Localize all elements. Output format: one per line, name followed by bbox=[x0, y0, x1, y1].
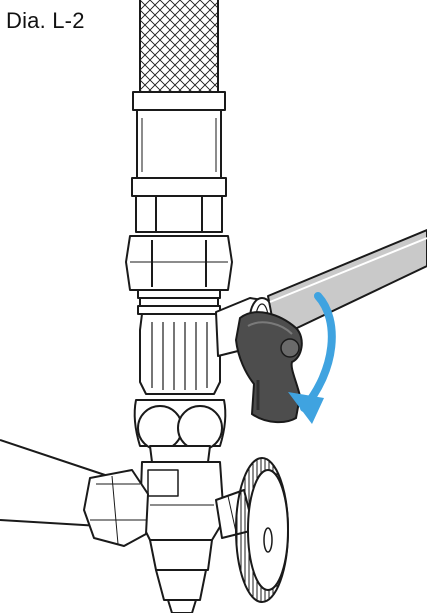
hose-ferrule bbox=[132, 91, 226, 179]
valve-body bbox=[139, 313, 221, 395]
stop-valve-body bbox=[139, 461, 225, 613]
gray-pipe bbox=[267, 229, 427, 339]
braided-hose bbox=[139, 0, 219, 95]
hex-nut bbox=[125, 235, 233, 291]
ball-fitting bbox=[133, 399, 227, 463]
inlet-pipe bbox=[0, 439, 109, 527]
figure-caption: Dia. L-2 bbox=[6, 8, 85, 33]
compression-nut bbox=[131, 177, 227, 233]
rotation-arrow-icon bbox=[288, 292, 336, 424]
oval-knob-icon bbox=[235, 457, 289, 603]
thread-rings bbox=[137, 289, 221, 315]
inlet-hex-nut bbox=[83, 469, 149, 547]
valve-handle-icon[interactable] bbox=[234, 311, 303, 424]
